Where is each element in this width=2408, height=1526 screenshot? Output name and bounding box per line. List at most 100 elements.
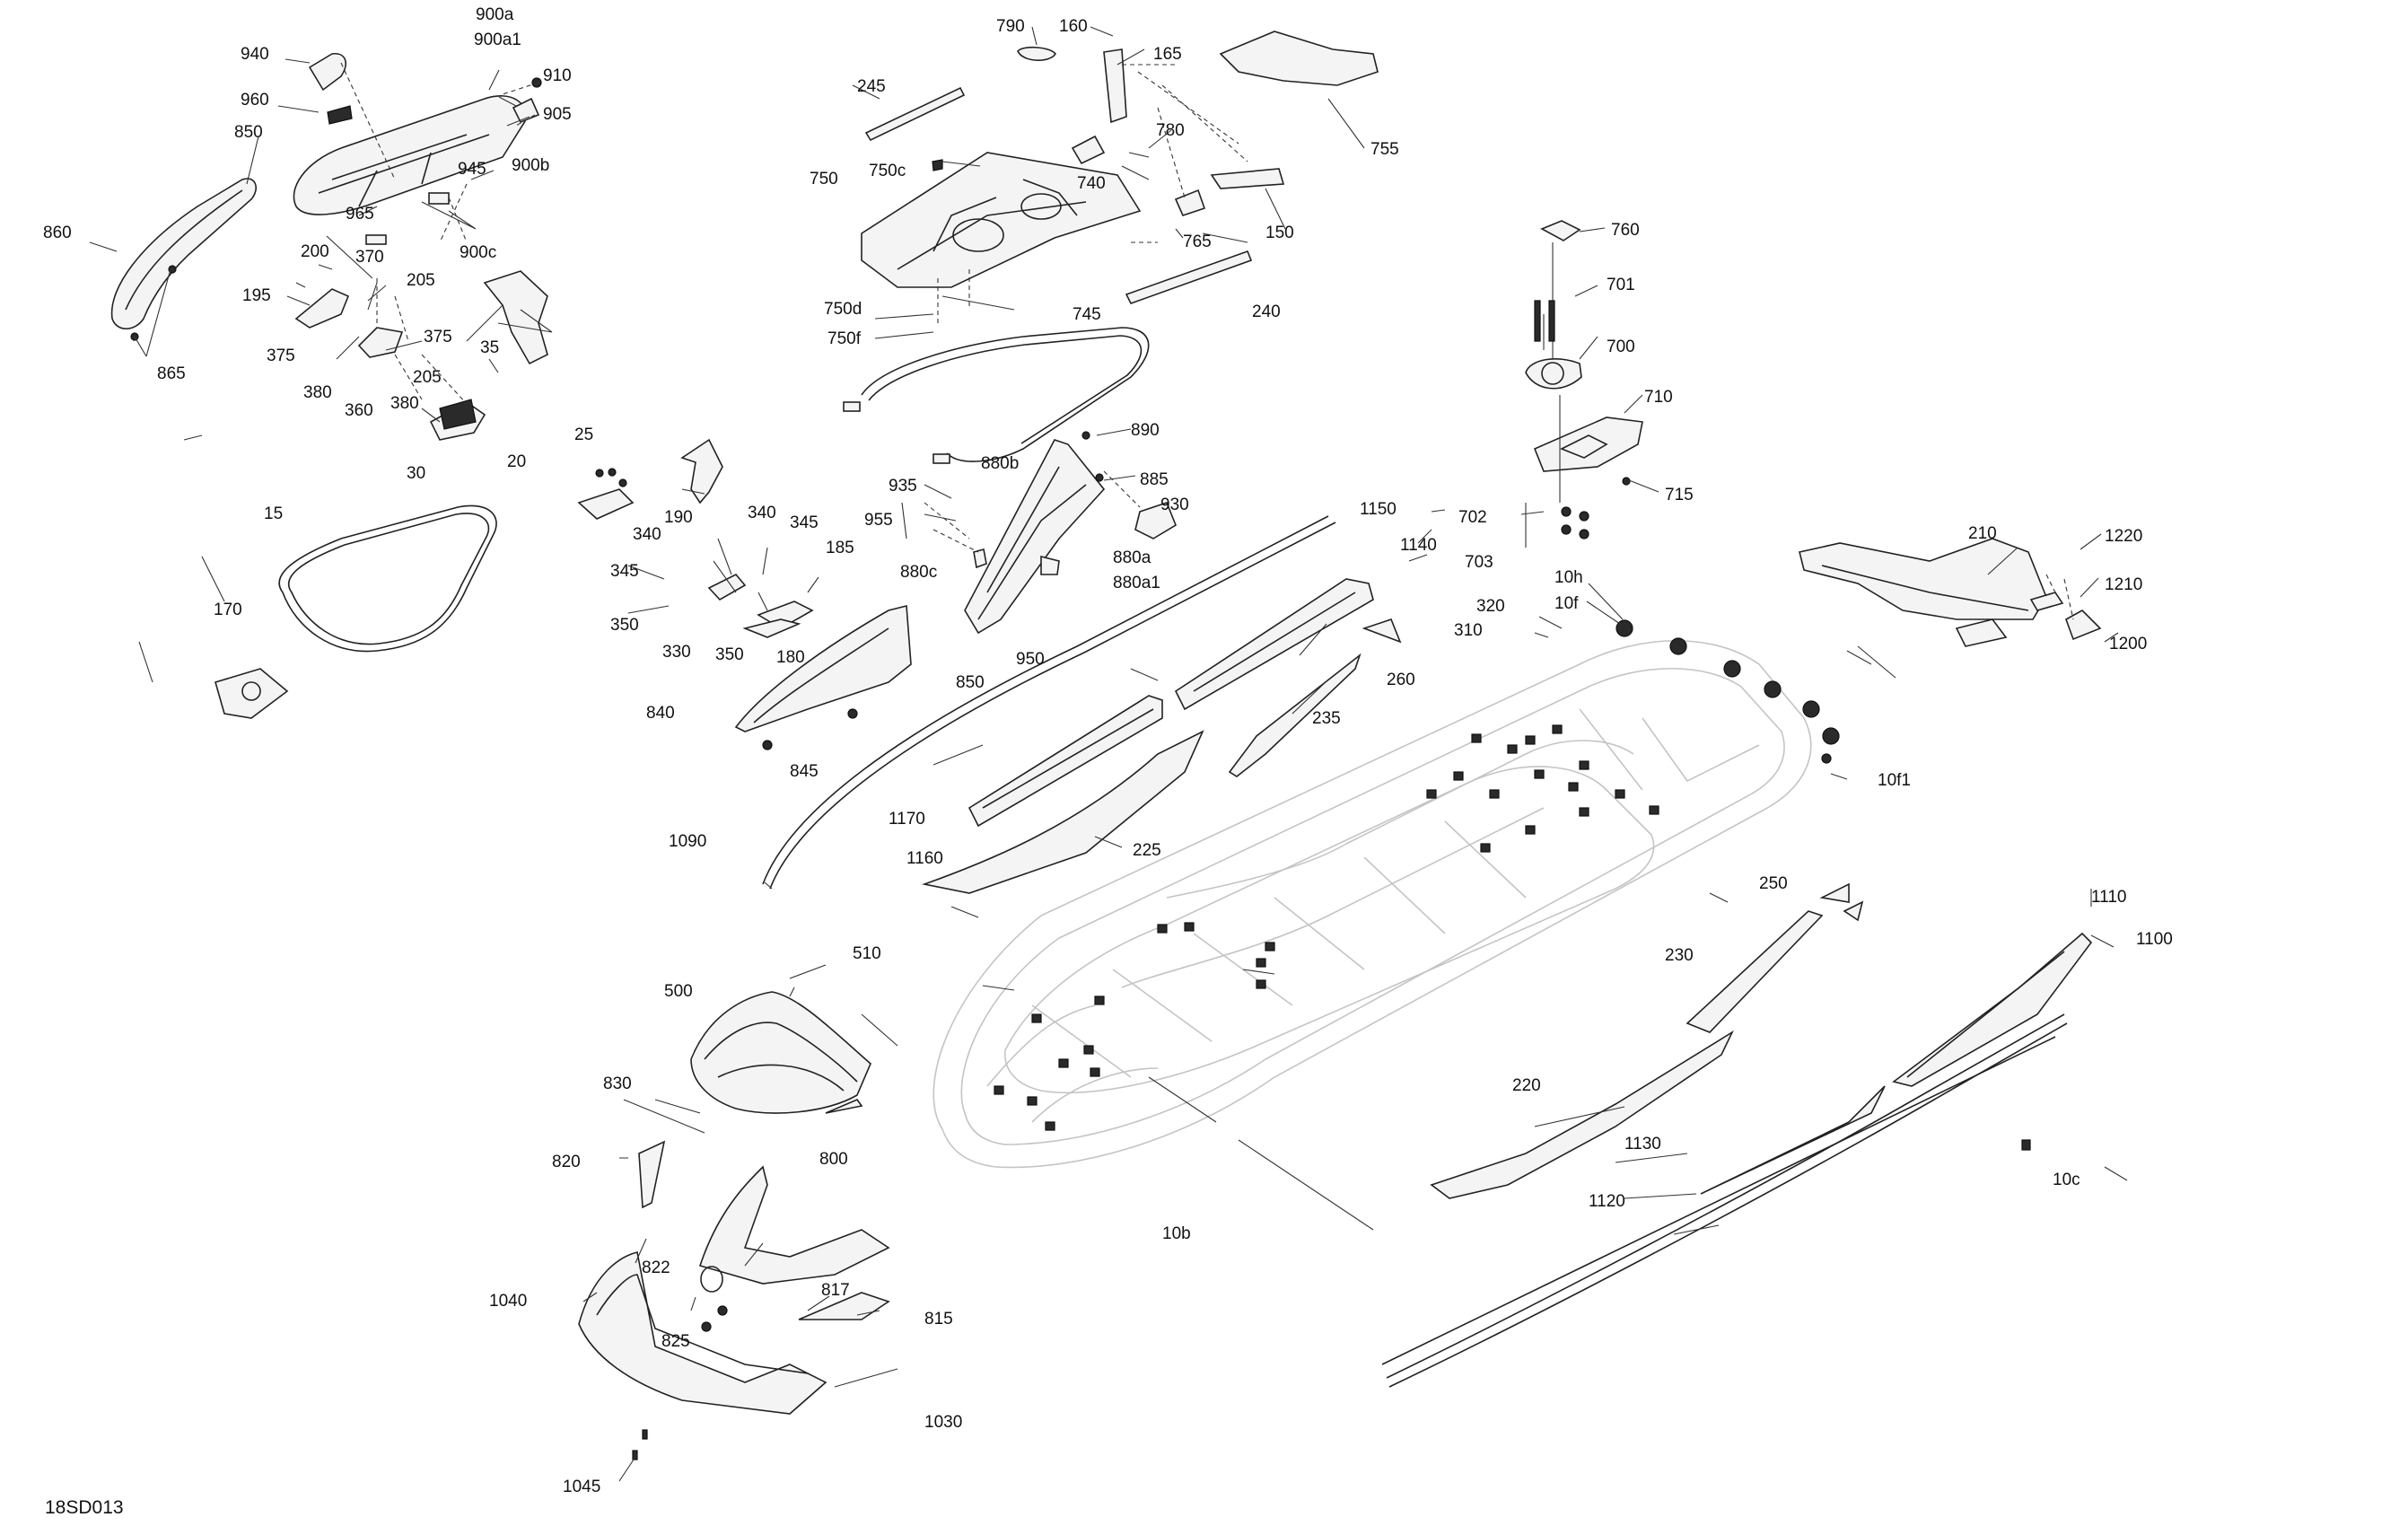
part-label: 755	[1370, 140, 1399, 159]
rail-1140	[968, 578, 1374, 828]
part-label: 1100	[2136, 930, 2173, 949]
part-label: 350	[715, 645, 744, 664]
trim-235-225	[922, 618, 1402, 894]
part-label: 235	[1312, 709, 1341, 728]
part-label: 1030	[924, 1413, 962, 1432]
part-label: 10f	[1554, 594, 1579, 613]
part-label: 170	[214, 601, 242, 619]
seat-cover-assembly	[293, 53, 542, 245]
seal-750g	[843, 327, 1150, 464]
part-label: 375	[267, 346, 295, 365]
part-label: 195	[242, 286, 271, 305]
part-label: 370	[355, 248, 384, 267]
plate-170	[215, 668, 289, 719]
part-label: 185	[826, 539, 854, 557]
part-label: 935	[889, 477, 917, 496]
part-label: 840	[646, 704, 675, 723]
part-label: 880c	[900, 563, 937, 582]
part-label: 10h	[1554, 568, 1583, 587]
part-label: 880a1	[1113, 574, 1160, 592]
part-label: 240	[1252, 303, 1281, 321]
part-label: 200	[301, 242, 329, 261]
right-strips-1100	[1381, 882, 2093, 1388]
hull-outline	[933, 640, 1812, 1169]
part-label: 1040	[489, 1292, 527, 1311]
part-label: 340	[748, 504, 776, 522]
part-label: 345	[610, 562, 639, 581]
part-label: 220	[1512, 1076, 1541, 1095]
part-label: 715	[1665, 486, 1694, 504]
part-label: 701	[1607, 276, 1635, 294]
part-label: 250	[1759, 874, 1788, 893]
part-label: 710	[1644, 388, 1673, 407]
part-label: 815	[924, 1310, 953, 1329]
part-label: 180	[776, 648, 805, 667]
part-label: 800	[819, 1150, 848, 1169]
part-label: 860	[43, 224, 72, 242]
side-panel-860	[110, 178, 257, 341]
gasket-15	[278, 504, 497, 653]
part-label: 960	[241, 91, 269, 110]
bracket-parts-370	[294, 270, 548, 441]
part-label: 765	[1183, 232, 1212, 251]
part-label: 865	[157, 364, 186, 383]
part-label: 10c	[2053, 1171, 2080, 1189]
part-label: 330	[662, 643, 691, 662]
part-label: 780	[1156, 121, 1185, 140]
part-label: 190	[664, 508, 693, 527]
hull-clip-marks	[994, 724, 1659, 1131]
part-label: 930	[1160, 496, 1189, 514]
drawing-code: 18SD013	[45, 1497, 124, 1518]
part-label: 160	[1059, 17, 1088, 36]
panel-210	[1799, 538, 2102, 647]
part-label: 850	[956, 673, 985, 692]
part-label: 750d	[824, 300, 862, 319]
part-label: 310	[1454, 621, 1483, 640]
part-label: 880a	[1113, 548, 1151, 567]
part-label: 880b	[981, 454, 1019, 473]
part-label: 1160	[906, 849, 943, 868]
side-rail-840	[734, 604, 912, 750]
part-label: 340	[633, 525, 661, 544]
fasteners-10f	[1616, 619, 1840, 764]
part-label: 320	[1476, 597, 1505, 616]
part-label: 25	[574, 425, 593, 444]
part-label: 900c	[460, 243, 496, 262]
part-label: 150	[1265, 224, 1294, 242]
nose-cowl-500	[690, 991, 871, 1114]
part-label: 900a	[476, 5, 514, 24]
part-label: 1150	[1360, 500, 1397, 519]
part-label: 820	[552, 1153, 581, 1171]
part-label: 10b	[1162, 1224, 1191, 1243]
part-label: 1090	[669, 832, 706, 851]
part-label: 350	[610, 616, 639, 635]
part-label: 380	[303, 383, 332, 402]
part-label: 380	[390, 394, 419, 413]
part-label: 225	[1133, 841, 1161, 860]
part-label: 885	[1140, 470, 1169, 489]
part-label: 940	[241, 45, 269, 64]
part-label: 750f	[827, 329, 862, 348]
part-label: 945	[458, 160, 486, 179]
leader-lines	[89, 26, 2128, 1482]
console-880a	[924, 431, 1177, 635]
part-label: 205	[407, 271, 435, 290]
part-label: 375	[424, 328, 452, 346]
part-label: 20	[507, 452, 526, 471]
bracket-700-assembly	[1525, 220, 1643, 548]
rub-strip-1090	[762, 515, 1336, 890]
part-label: 845	[790, 762, 819, 781]
part-label: 15	[264, 504, 283, 523]
part-label: 1120	[1589, 1192, 1625, 1211]
part-label: 900a1	[474, 31, 521, 49]
part-label: 230	[1665, 946, 1694, 965]
part-label: 165	[1153, 45, 1182, 64]
part-label: 510	[853, 944, 881, 963]
part-label: 1045	[563, 1478, 600, 1496]
front-bumper-800	[578, 1140, 890, 1460]
part-label: 260	[1387, 671, 1415, 689]
part-label: 1110	[2091, 888, 2126, 907]
part-label: 900b	[512, 156, 549, 175]
part-label: 825	[661, 1332, 690, 1351]
part-label: 822	[642, 1259, 670, 1277]
